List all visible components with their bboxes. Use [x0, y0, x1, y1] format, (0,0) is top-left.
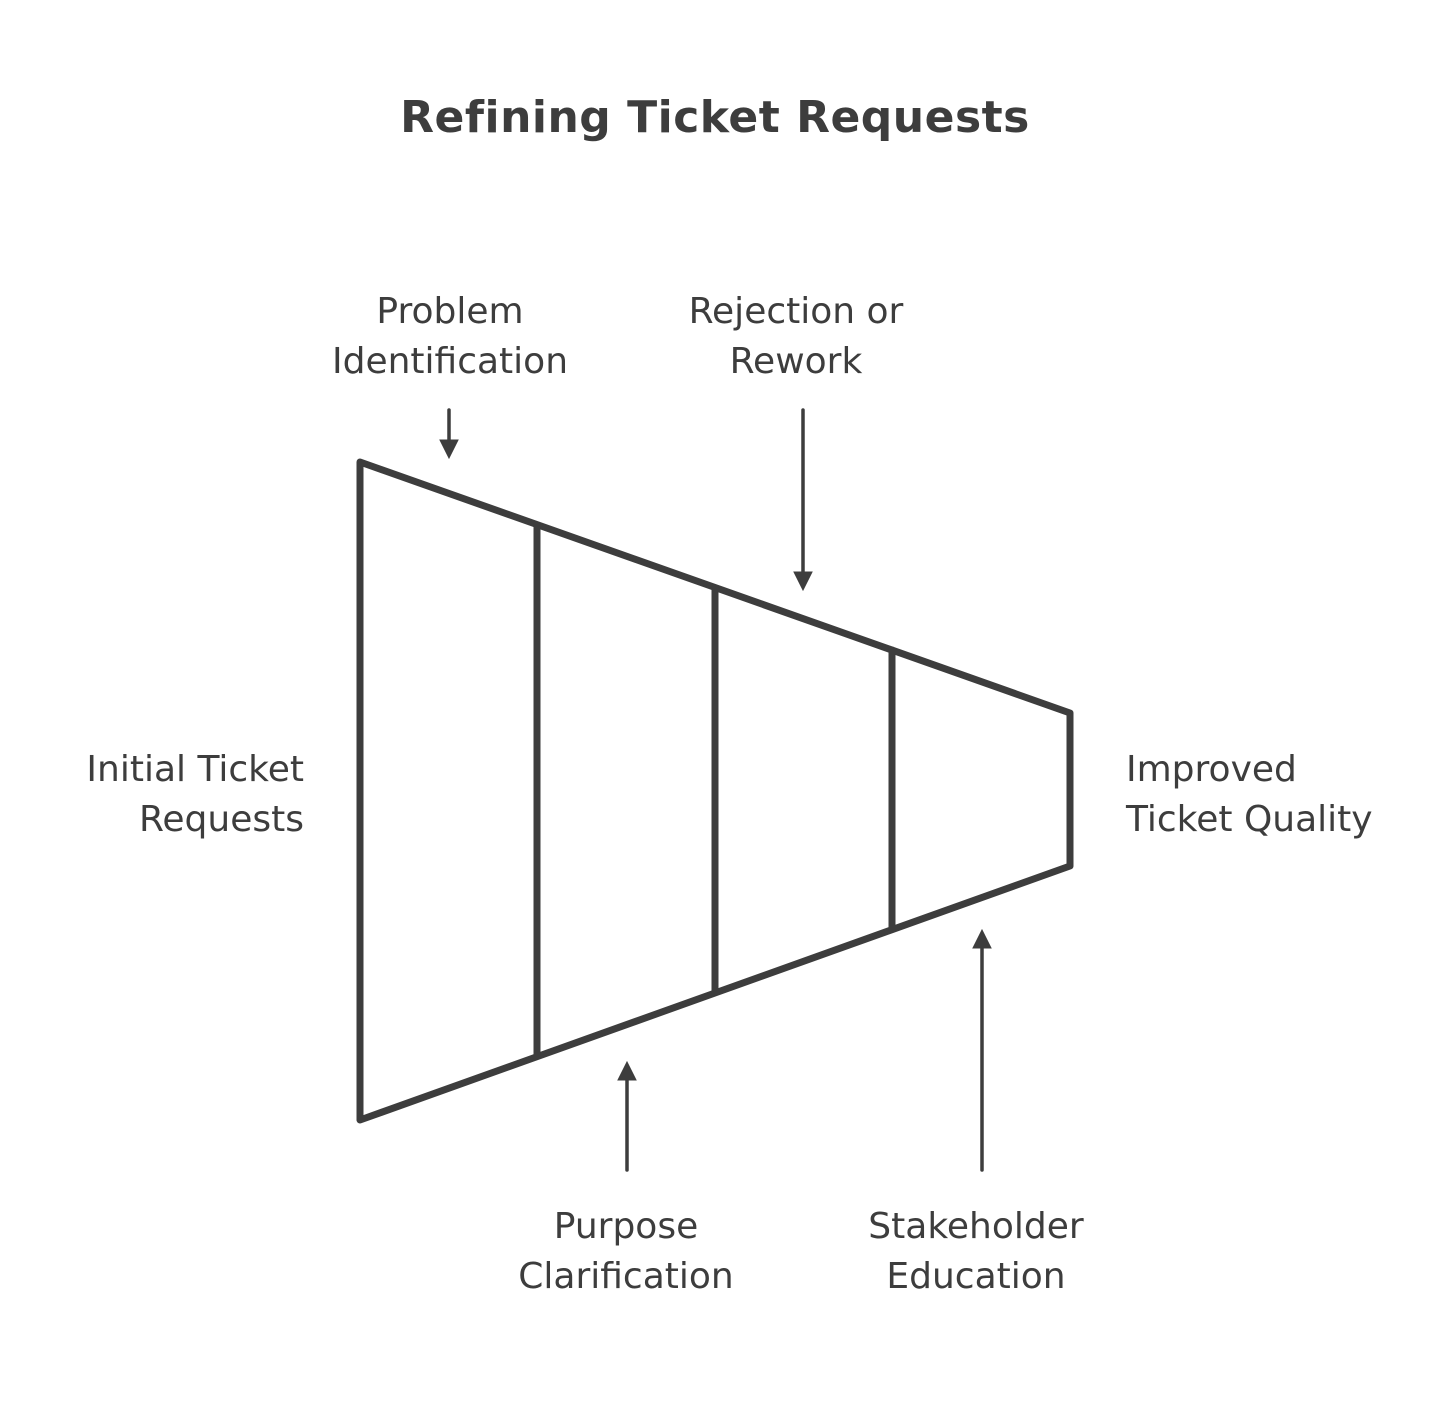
label-line: Requests	[139, 799, 304, 840]
arrow-problem-identification	[439, 408, 459, 460]
arrow-rejection-rework	[793, 408, 813, 592]
label-line: Rework	[729, 341, 863, 382]
label-line: Education	[886, 1256, 1066, 1297]
label-line: Ticket Quality	[1126, 799, 1373, 840]
label-line: Clarification	[518, 1256, 734, 1297]
diagram-title: Refining Ticket Requests	[400, 92, 1030, 143]
funnel-outline	[356, 458, 1074, 1124]
arrow-purpose-clarification	[617, 1060, 637, 1172]
arrow-stakeholder-education	[972, 928, 992, 1172]
label-line: Purpose	[553, 1206, 699, 1247]
label-line: Identification	[331, 341, 569, 382]
label-stakeholder-education: Stakeholder Education	[826, 1202, 1126, 1302]
label-rejection-rework: Rejection or Rework	[646, 287, 946, 387]
label-line: Stakeholder	[868, 1206, 1084, 1247]
label-line: Problem	[376, 291, 524, 332]
label-problem-identification: Problem Identification	[300, 287, 600, 387]
label-line: Improved	[1126, 749, 1297, 790]
label-purpose-clarification: Purpose Clarification	[476, 1202, 776, 1302]
label-improved-ticket-quality: Improved Ticket Quality	[1126, 745, 1446, 845]
label-initial-ticket-requests: Initial Ticket Requests	[0, 745, 304, 845]
label-line: Rejection or	[688, 291, 904, 332]
label-line: Initial Ticket	[86, 749, 304, 790]
